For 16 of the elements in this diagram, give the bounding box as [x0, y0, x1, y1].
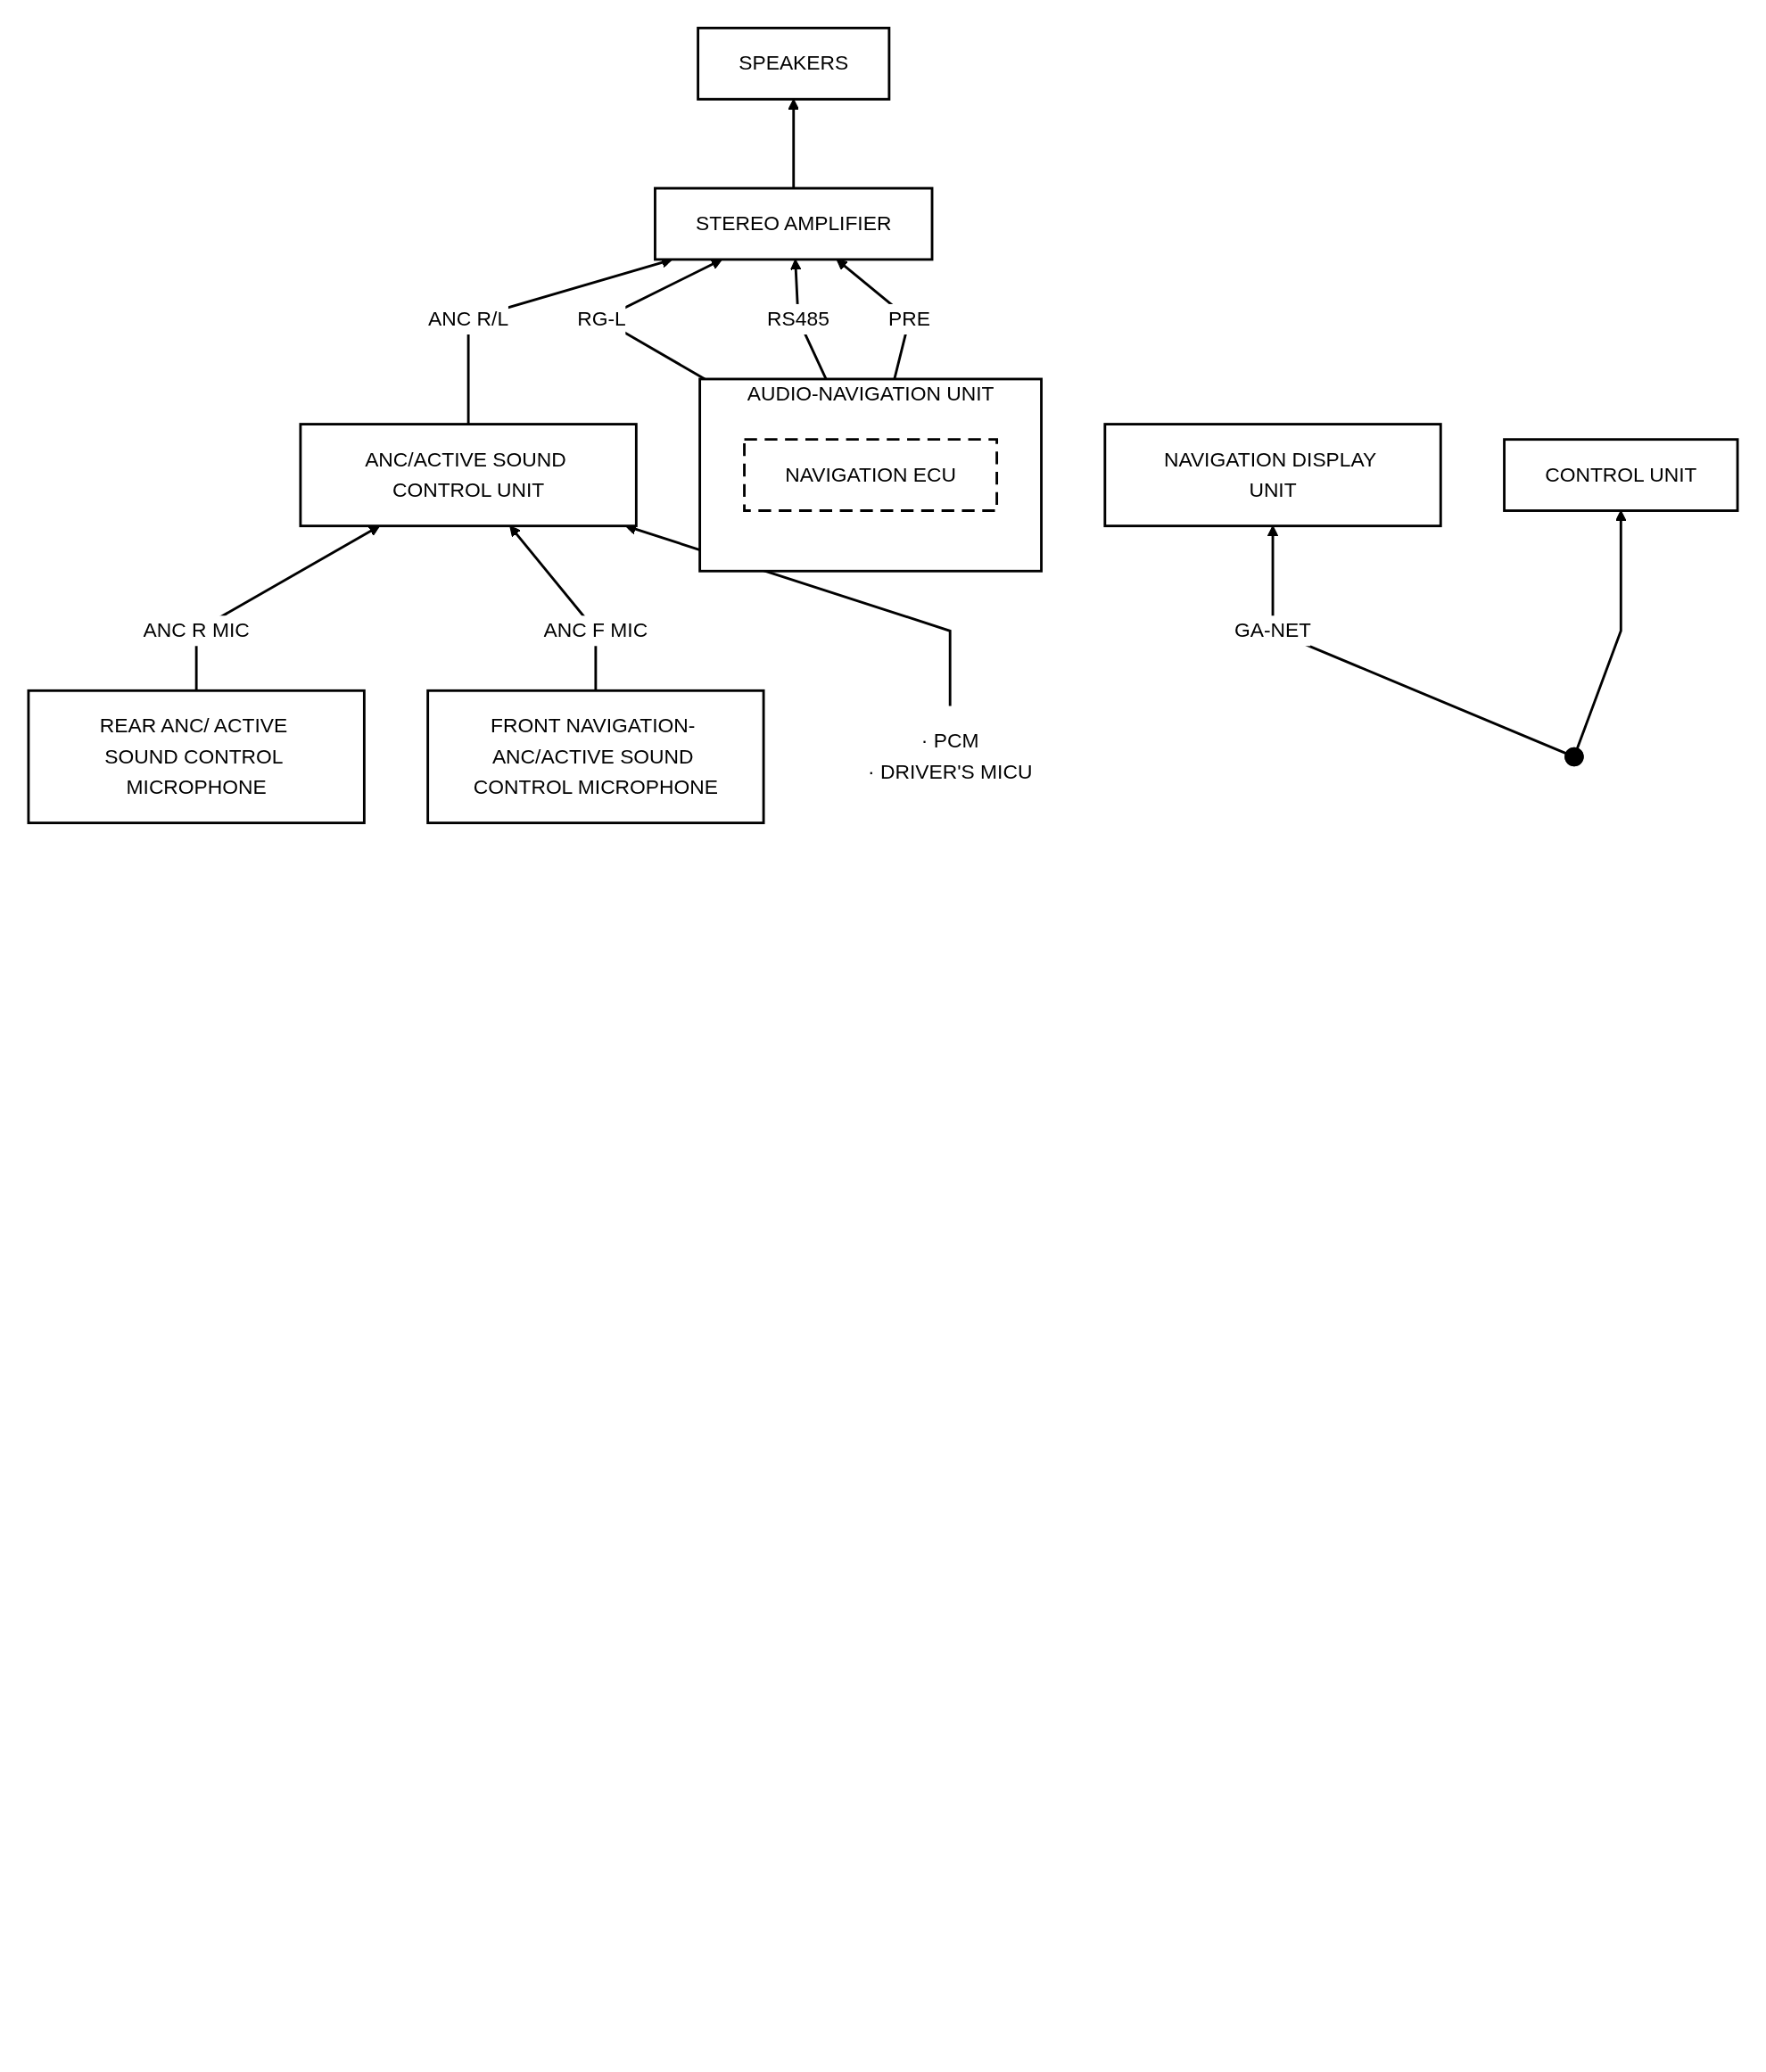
edge-label: ANC F MIC	[543, 619, 648, 641]
edge-label: GA-NET	[1234, 619, 1312, 641]
node-box: SPEAKERS	[697, 27, 891, 101]
edge-label: RG-L	[577, 308, 626, 330]
node-box: REAR ANC/ ACTIVE SOUND CONTROL MICROPHONE	[27, 689, 366, 824]
edge-label: RS485	[767, 308, 829, 330]
edge-label: PRE	[888, 308, 930, 330]
node-box: NAVIGATION DISPLAY UNIT	[1103, 423, 1442, 528]
node-box: CONTROL UNIT	[1503, 438, 1739, 512]
node-box: FRONT NAVIGATION- ANC/ACTIVE SOUND CONTROL MICROPHONE	[426, 689, 765, 824]
node-box: ANC/ACTIVE SOUND CONTROL UNIT	[299, 423, 638, 528]
node-text: · PCM · DRIVER'S MICU	[868, 730, 1033, 782]
node-box: STEREO AMPLIFIER	[654, 186, 934, 261]
edge-label: ANC R/L	[428, 308, 509, 330]
node-box: NAVIGATION ECU	[743, 438, 999, 512]
edge-label: ANC R MIC	[143, 619, 250, 641]
